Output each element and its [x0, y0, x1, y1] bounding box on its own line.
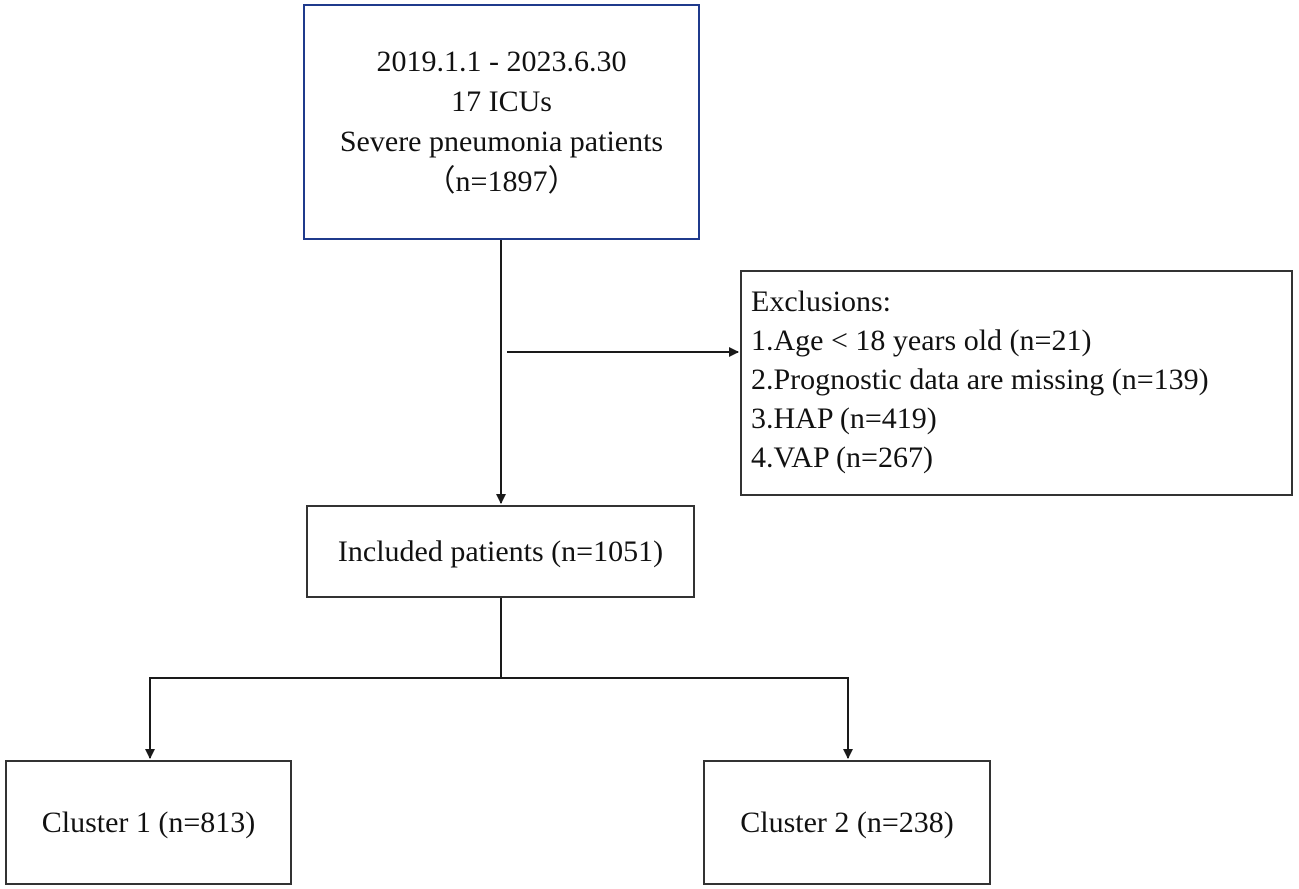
exclusions-title: Exclusions:: [751, 285, 891, 318]
source-population-box: 2019.1.1 - 2023.6.30 17 ICUs Severe pneu…: [303, 4, 700, 240]
exclusion-item: 2.Prognostic data are missing (n=139): [751, 363, 1209, 396]
cluster-1-label: Cluster 1 (n=813): [41, 805, 256, 839]
population-text: Severe pneumonia patients: [339, 125, 664, 158]
included-patients-label: Included patients (n=1051): [337, 534, 664, 568]
exclusion-item: 4.VAP (n=267): [751, 441, 933, 474]
date-range-text: 2019.1.1 - 2023.6.30: [376, 45, 627, 78]
included-patients-box: Included patients (n=1051): [306, 505, 695, 598]
population-count-text: （n=1897）: [425, 165, 578, 198]
exclusion-item: 1.Age < 18 years old (n=21): [751, 324, 1092, 357]
icu-count-text: 17 ICUs: [451, 85, 552, 118]
cluster-2-label: Cluster 2 (n=238): [740, 805, 954, 839]
exclusion-item: 3.HAP (n=419): [751, 402, 937, 435]
cluster-2-box: Cluster 2 (n=238): [703, 760, 991, 885]
exclusions-box: Exclusions: 1.Age < 18 years old (n=21) …: [740, 270, 1293, 496]
cluster-1-box: Cluster 1 (n=813): [5, 760, 292, 885]
